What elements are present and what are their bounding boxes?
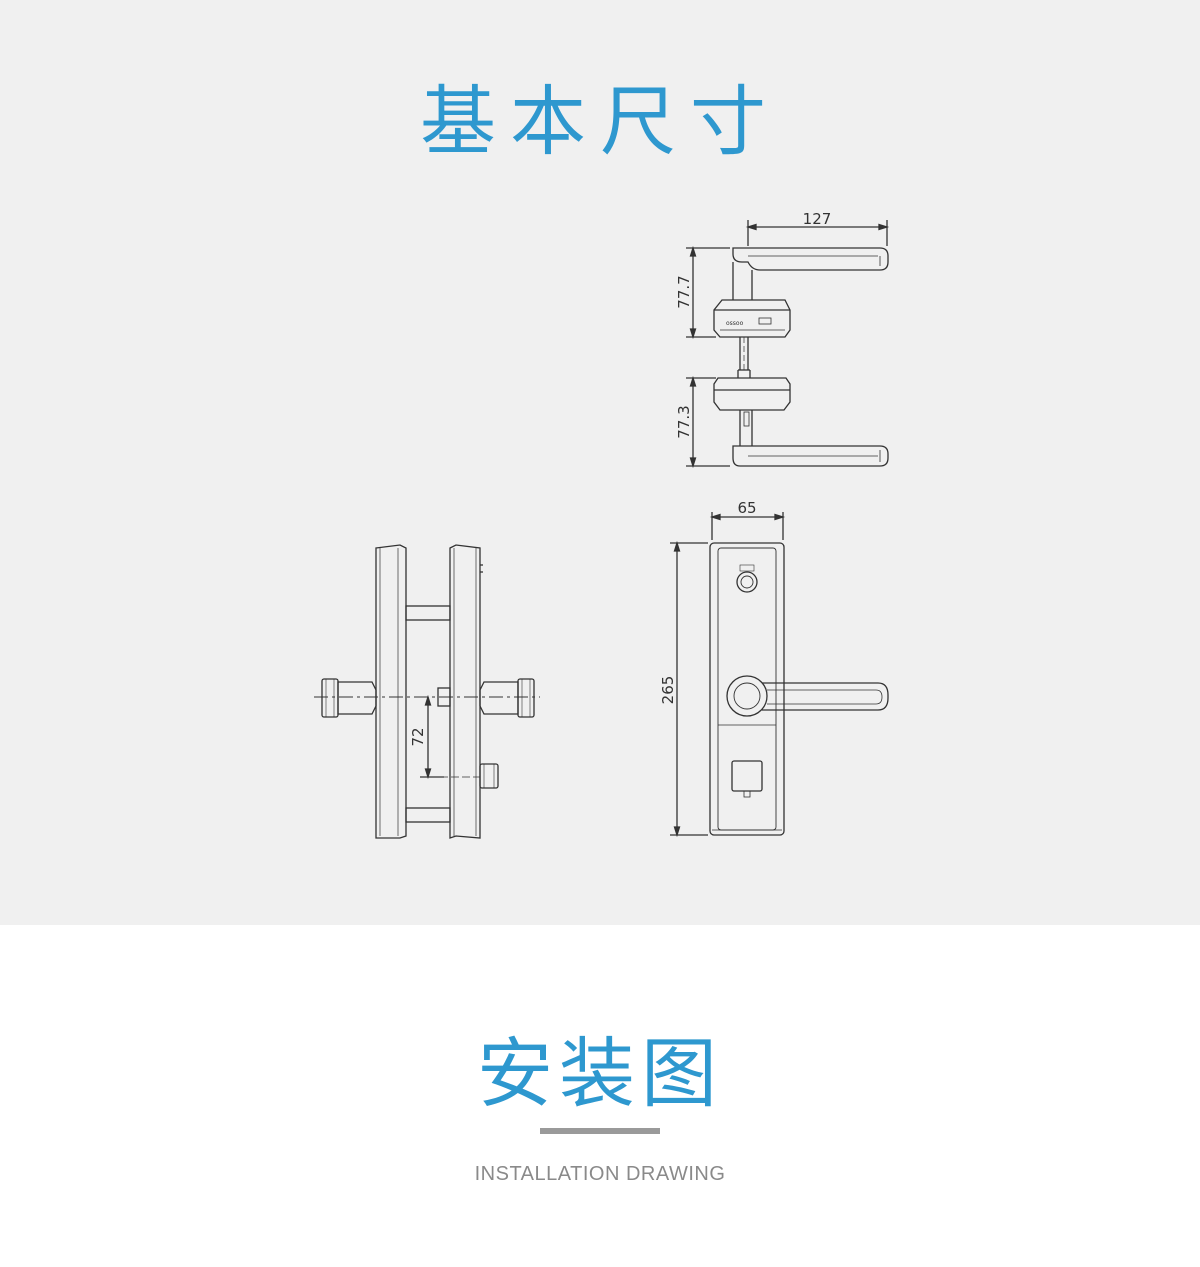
top-view-drawing: ossoo	[686, 220, 890, 469]
dimensions-title: 基本尺寸	[420, 77, 780, 166]
installation-subtitle: INSTALLATION DRAWING	[474, 1163, 726, 1185]
dim-127-label: 127	[803, 210, 832, 228]
technical-drawing: ossoo	[314, 210, 890, 839]
dim-77-3-label: 77.3	[675, 405, 693, 438]
front-view-drawing	[670, 512, 889, 838]
brand-mark: ossoo	[726, 320, 744, 327]
dim-265-label: 265	[659, 676, 677, 705]
dim-65-label: 65	[737, 499, 756, 517]
dim-77-7-label: 77.7	[675, 275, 693, 308]
side-view-drawing	[314, 544, 540, 839]
installation-title: 安装图	[477, 1029, 723, 1118]
dimensions-panel	[0, 0, 1200, 925]
divider-bar	[540, 1128, 660, 1134]
dim-72-label: 72	[409, 727, 427, 746]
